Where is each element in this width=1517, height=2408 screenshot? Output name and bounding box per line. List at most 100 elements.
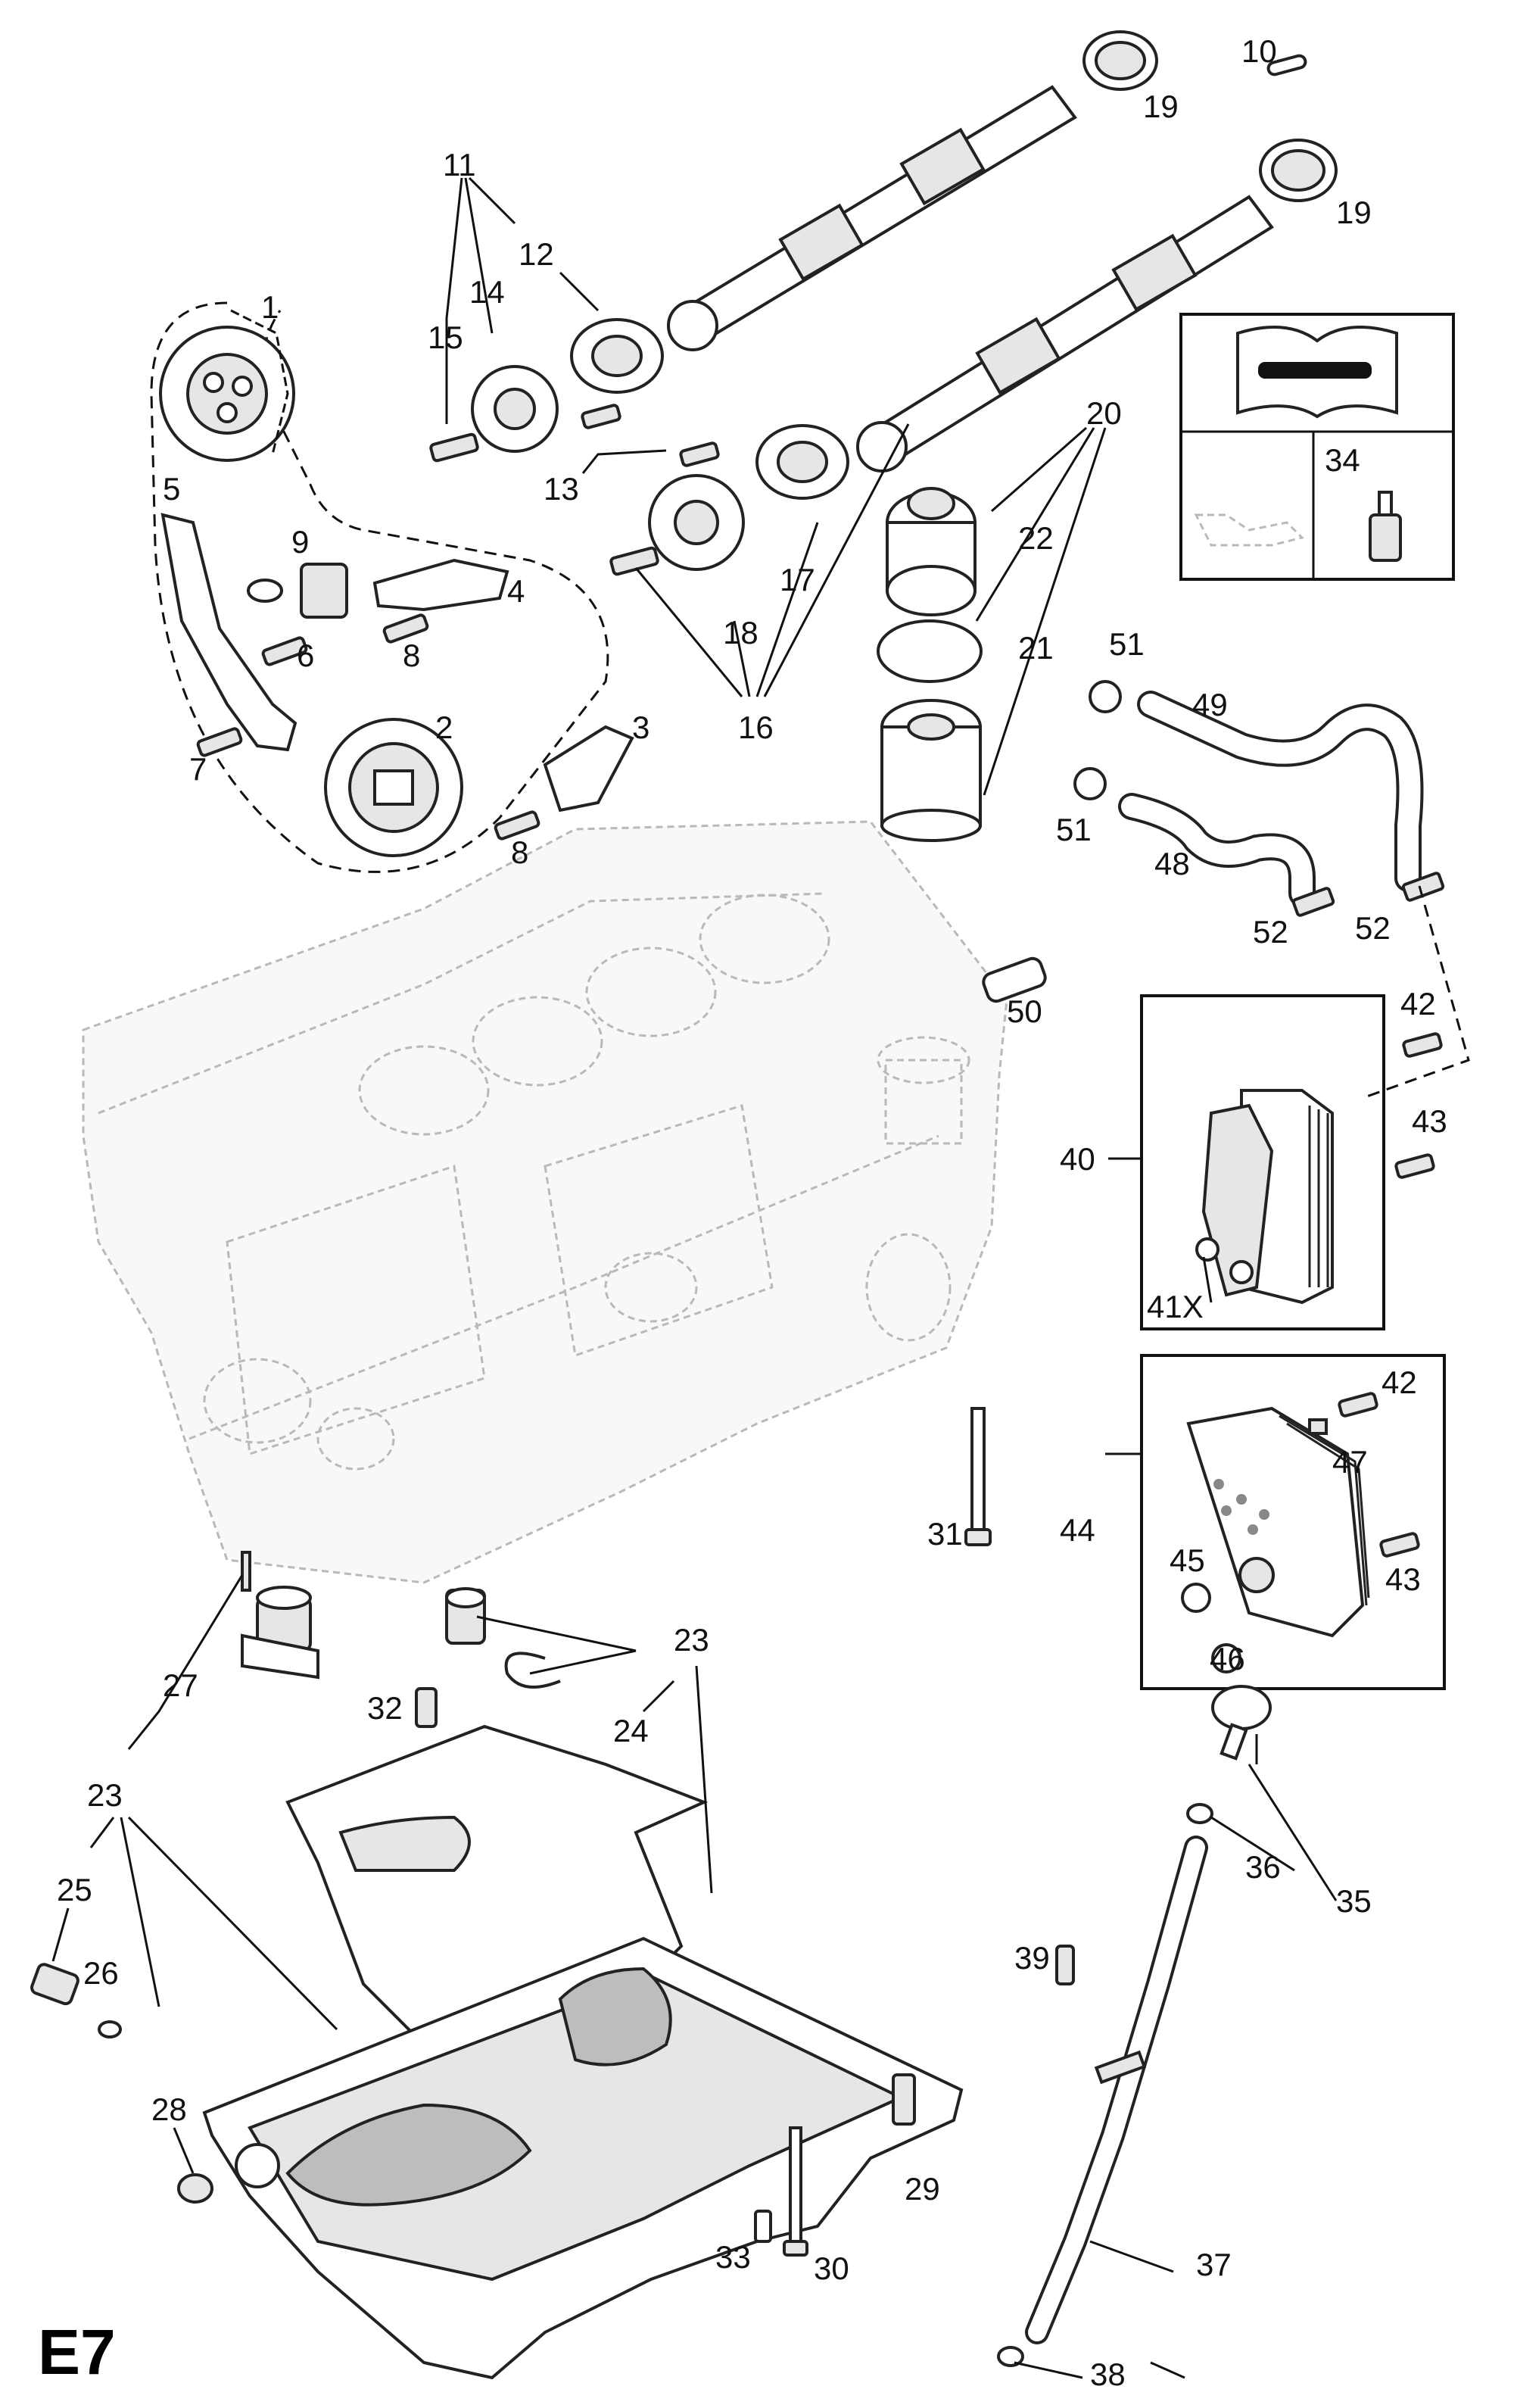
label-38: 38 [1090,2357,1126,2392]
cam-phaser-intake [755,424,849,500]
bolt-39 [1055,1945,1075,1985]
label-46: 46 [1210,1641,1245,1677]
label-8-lower: 8 [511,834,528,870]
camshaft-intake [856,195,1274,473]
label-19-lower: 19 [1336,195,1372,230]
bolt-30 [783,2126,808,2257]
label-13: 13 [544,471,579,507]
label-36: 36 [1245,1849,1281,1885]
label-10: 10 [1241,33,1277,69]
camshaft-exhaust [667,85,1077,351]
bolt-15 [429,432,479,463]
label-23-right: 23 [674,1622,709,1658]
oil-cooler-box-44 [1140,1354,1446,1690]
label-23-left: 23 [87,1777,123,1813]
guide-rail-lower [543,725,634,813]
circlip-23 [504,1652,561,1689]
sealant-tube-icon [1369,491,1402,562]
bolt-13-b [679,441,720,467]
label-35: 35 [1336,1883,1372,1919]
label-24: 24 [613,1713,649,1748]
label-39: 39 [1014,1940,1050,1976]
label-4: 4 [507,573,525,609]
service-info-box [1179,313,1455,581]
label-42-upper: 42 [1400,986,1436,1022]
label-27: 27 [163,1667,198,1703]
label-21: 21 [1018,630,1054,666]
hose-49 [1137,691,1424,892]
tensioner-rail [160,513,297,752]
label-11: 11 [443,147,476,182]
label-20: 20 [1086,395,1122,431]
camshaft-cap-19-lower [1259,139,1338,202]
oil-filter-element [880,699,982,842]
hose-clamp-51-lower [1073,767,1107,800]
label-29: 29 [905,2171,940,2207]
cam-sprocket-14 [471,365,559,453]
plug-28 [177,2173,213,2204]
timing-chain-outline [150,301,609,873]
label-9: 9 [291,524,309,560]
label-51-upper: 51 [1109,626,1145,662]
connector-dash [1362,885,1470,1100]
label-7: 7 [189,751,207,787]
label-26: 26 [83,1955,119,1991]
label-52-left: 52 [1253,914,1288,950]
label-19-upper: 19 [1143,89,1179,124]
label-22: 22 [1018,520,1054,556]
bolt-29 [892,2073,916,2126]
camshaft-cap-19-upper [1082,30,1158,91]
label-45: 45 [1170,1542,1205,1578]
dipstick-handle-35 [1211,1685,1272,1761]
label-37: 37 [1196,2247,1232,2282]
crankshaft-sprocket [324,718,463,857]
label-1: 1 [261,289,279,325]
label-2: 2 [435,710,453,745]
hose-clip-52-right [1401,872,1445,902]
camshaft-sprocket [159,326,295,462]
bolt-43-lower [1379,1532,1420,1558]
leader-lines [51,176,1338,2379]
bolt-8-lower [494,810,540,841]
label-44: 44 [1060,1512,1095,1548]
bolt-31 [964,1407,992,1546]
label-34: 34 [1325,442,1360,478]
sensor-23-top [445,1587,486,1645]
label-14: 14 [469,274,505,310]
bolt-42-upper [1402,1032,1443,1058]
dipstick-tube-37 [1025,1836,1208,2344]
label-25: 25 [57,1872,92,1907]
oil-pump-solenoid-27 [241,1551,319,1680]
bolt-43-upper [1394,1153,1435,1179]
oil-cooler-box-40 [1140,994,1385,1330]
label-49: 49 [1192,687,1228,722]
label-5: 5 [163,471,180,507]
label-18: 18 [723,615,758,650]
label-8-upper: 8 [403,638,420,673]
label-16: 16 [738,710,774,745]
cam-sprocket-18 [648,474,745,571]
bolt-42-lower [1338,1392,1378,1418]
bolt-7 [196,727,243,757]
key-10 [1266,54,1307,76]
label-17: 17 [780,562,815,597]
o-ring-38 [997,2346,1024,2367]
engine-block [82,820,1008,1584]
page-code: E7 [38,2316,116,2388]
part-labels: 1 2 3 4 5 6 7 8 8 9 10 11 12 13 14 15 16… [57,33,1447,2392]
o-ring-36 [1186,1803,1213,1824]
label-48: 48 [1154,846,1190,881]
label-52-right: 52 [1355,910,1391,946]
washer-26 [98,2020,122,2038]
label-28: 28 [151,2091,187,2127]
bolt-8-upper [382,613,429,644]
label-41X: 41X [1147,1289,1204,1324]
label-6: 6 [297,638,314,673]
oil-filter-cap [886,487,977,616]
oil-pan [202,1936,964,2380]
guide-rail-upper [372,558,509,612]
label-42-lower: 42 [1381,1365,1417,1400]
label-12: 12 [519,236,554,272]
label-15: 15 [428,320,463,355]
